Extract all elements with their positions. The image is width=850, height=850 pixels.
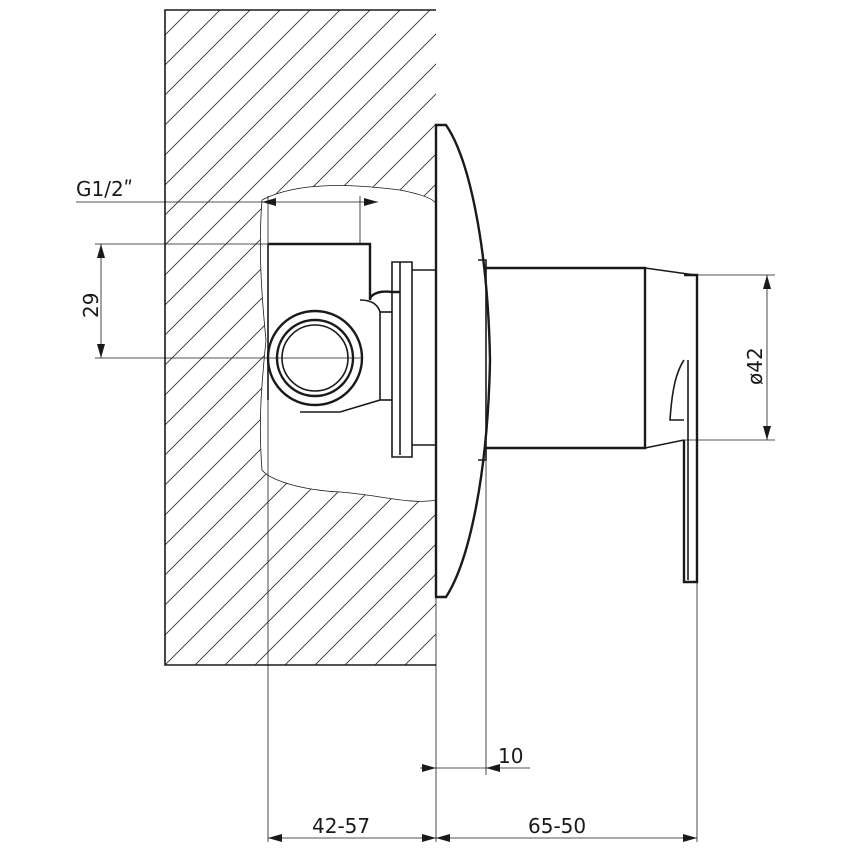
plate-offset-label: 10 [498, 744, 523, 768]
valve-body [266, 242, 437, 458]
dimension-plate-offset: 10 [420, 744, 530, 772]
dimension-thread: G1/2ʺ [76, 177, 378, 244]
wall-hatching [165, 10, 436, 665]
diameter-label: ø42 [743, 347, 767, 385]
dimension-center-height: 29 [79, 243, 362, 359]
lever-handle [669, 273, 699, 584]
center-height-label: 29 [79, 293, 103, 318]
wall-section [164, 9, 437, 666]
wall-depth-label: 42-57 [312, 814, 370, 838]
cover-plate [434, 123, 492, 599]
recess-outline [259, 185, 437, 502]
dimension-diameter: ø42 [684, 274, 775, 441]
projection-label: 65-50 [528, 814, 586, 838]
dimension-bottom: 42-57 65-50 [268, 814, 697, 842]
spindle-housing [486, 266, 696, 450]
wall-outline [164, 9, 436, 666]
extension-lines [267, 400, 698, 842]
thread-label: G1/2ʺ [76, 177, 133, 201]
